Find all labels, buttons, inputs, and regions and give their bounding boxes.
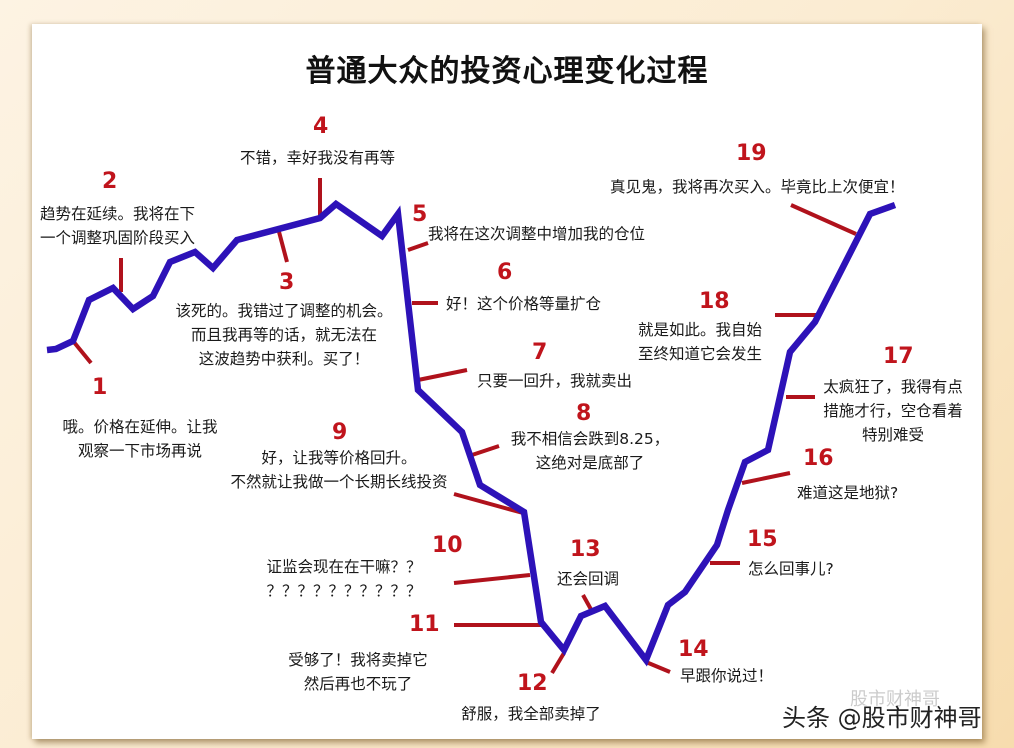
pointer-lines [71, 178, 857, 675]
pointer-7 [417, 368, 468, 382]
watermark: 头条 @股市财神哥 [782, 704, 982, 732]
stage-18-number: 18 [699, 289, 730, 314]
stage-16-number: 16 [803, 446, 834, 471]
pointer-16 [741, 471, 791, 485]
pointer-5 [407, 241, 429, 252]
pointer-10 [453, 573, 531, 585]
stage-19-text: 真见鬼，我将再次买入。毕竟比上次便宜！ [610, 178, 905, 196]
stage-4-text: 不错，幸好我没有再等 [240, 149, 396, 167]
stage-6-text: 好！这个价格等量扩仓 [446, 295, 602, 313]
stage-9-number: 9 [332, 420, 348, 445]
stage-17-number: 17 [883, 344, 914, 369]
pointer-1 [71, 339, 93, 365]
pointer-3 [276, 227, 289, 263]
stage-10-number: 10 [432, 533, 463, 558]
stage-15-number: 15 [747, 527, 778, 552]
stage-7-text: 只要一回升，我就卖出 [477, 372, 633, 390]
stage-2-text: 趋势在延续。我将在下 一个调整巩固阶段买入 [40, 205, 196, 247]
stage-8-number: 8 [576, 401, 592, 426]
stage-3-number: 3 [279, 270, 295, 295]
stage-19-number: 19 [736, 141, 767, 166]
pointer-14 [645, 660, 671, 674]
stage-8-text: 我不相信会跌到8.25， 这绝对是底部了 [510, 430, 670, 472]
price-line [46, 199, 897, 667]
stage-12-text: 舒服，我全部卖掉了 [461, 705, 601, 723]
watermark-ghost: 股市财神哥 [850, 689, 940, 710]
stage-9-text: 好，让我等价格回升。 不然就让我做一个长期长线投资 [230, 449, 448, 491]
pointer-12 [550, 651, 566, 675]
stage-4-number: 4 [313, 114, 329, 139]
stage-15-text: 怎么回事儿? [748, 560, 834, 578]
stage-13-text: 还会回调 [556, 570, 619, 588]
stage-7-number: 7 [532, 340, 548, 365]
stage-14-number: 14 [678, 637, 709, 662]
stage-6-number: 6 [497, 260, 513, 285]
stage-10-text: 证监会现在在干嘛？？ ？？？？？？？？？？ [266, 558, 422, 600]
stage-5-number: 5 [412, 202, 428, 227]
stage-5-text: 我将在这次调整中增加我的仓位 [428, 225, 646, 243]
stage-3-text: 该死的。我错过了调整的机会。 而且我再等的话，就无法在 这波趋势中获利。买了！ [175, 302, 393, 368]
pointer-9 [453, 492, 524, 515]
stage-13-number: 13 [570, 537, 601, 562]
stage-2-number: 2 [102, 169, 118, 194]
stage-1-number: 1 [92, 375, 108, 400]
pointer-8 [471, 444, 500, 457]
infographic-card [32, 24, 982, 739]
pointer-19 [790, 203, 857, 236]
stage-14-text: 早跟你说过！ [680, 667, 774, 685]
stage-18-text: 就是如此。我自始 至终知道它会发生 [637, 321, 762, 363]
stage-16-text: 难道这是地狱? [797, 484, 899, 502]
page-title: 普通大众的投资心理变化过程 [305, 54, 709, 89]
stage-11-number: 11 [409, 612, 440, 637]
stage-11-text: 受够了！我将卖掉它 然后再也不玩了 [288, 651, 428, 693]
stage-1-text: 哦。价格在延伸。让我 观察一下市场再说 [62, 418, 218, 460]
stage-12-number: 12 [517, 671, 548, 696]
stage-17-text: 太疯狂了，我得有点 措施才行，空仓看着 特别难受 [823, 378, 963, 444]
